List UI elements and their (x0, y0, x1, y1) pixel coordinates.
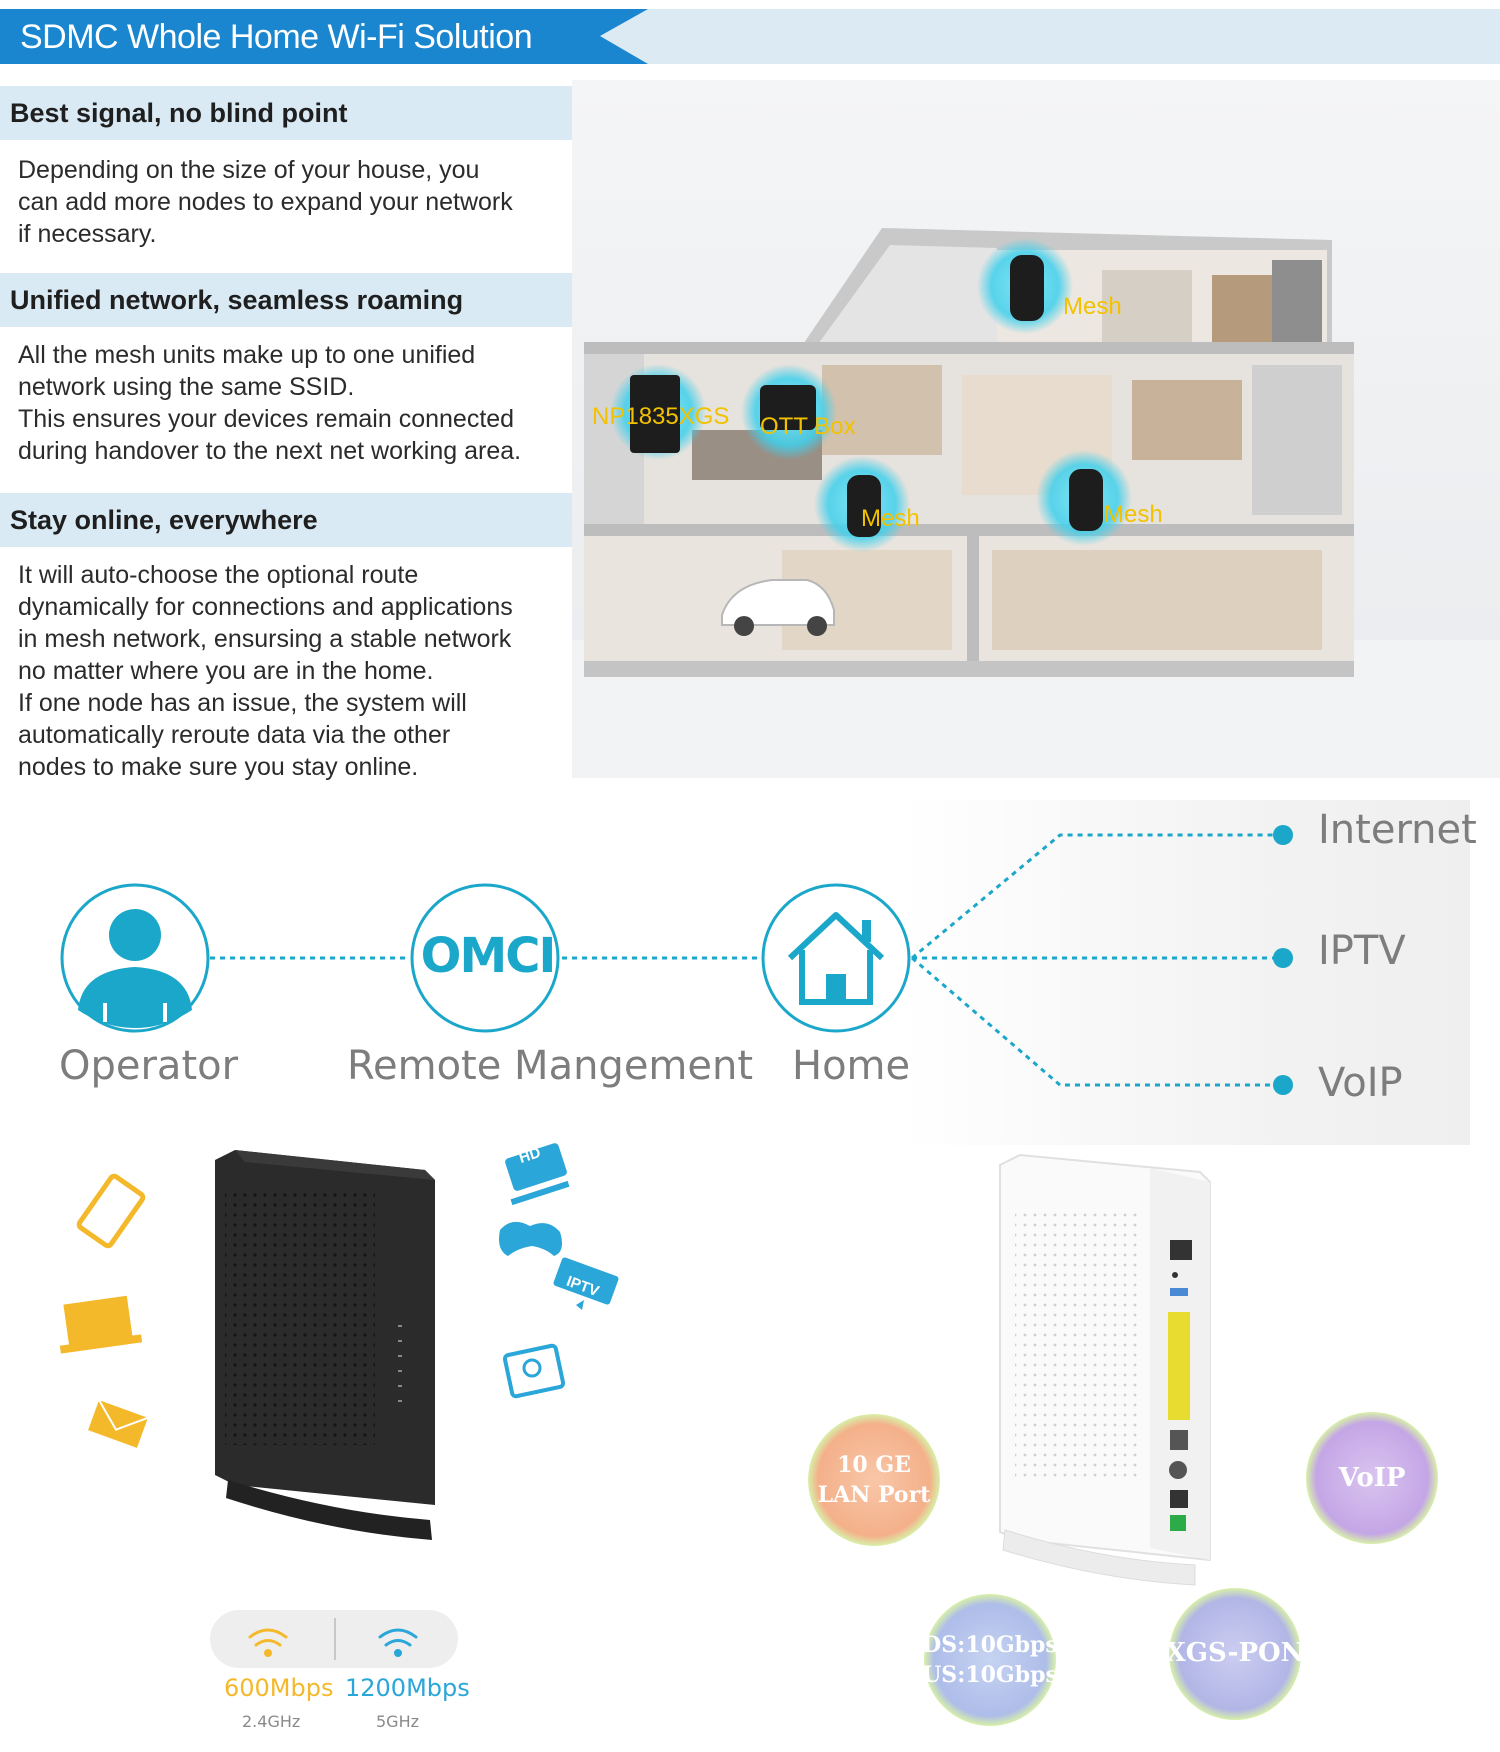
wifi-speed-panel (210, 1610, 458, 1668)
feature-line: Depending on the size of your house, you (18, 156, 480, 184)
ott-box-label: OTT Box (760, 413, 856, 440)
feature-line: can add more nodes to expand your networ… (18, 188, 513, 216)
feature-line: no matter where you are in the home. (18, 657, 434, 685)
feature-line: It will auto-choose the optional route (18, 561, 419, 589)
feature-heading-signal: Best signal, no blind point (0, 86, 572, 140)
feature-body-online: It will auto-choose the optional route d… (18, 559, 558, 783)
feature-heading-text: Unified network, seamless roaming (10, 285, 464, 315)
laptop-icon (59, 1295, 143, 1354)
wifi-24-icon (248, 1628, 288, 1657)
feature-line: All the mesh units make up to one unifie… (18, 341, 476, 369)
bubble-speed-text: DS:10Gbps US:10Gbps (922, 1630, 1058, 1690)
wifi-5-band: 5GHz (376, 1712, 420, 1731)
iptv-icon (553, 1257, 619, 1310)
operator-icon (60, 883, 210, 1033)
operator-label: Operator (59, 1043, 239, 1089)
page-title: SDMC Whole Home Wi-Fi Solution (20, 18, 533, 56)
bubble-speed-line: DS:10Gbps (922, 1632, 1058, 1658)
feature-line: if necessary. (18, 220, 157, 248)
bubble-pon-text: XGS-PON (1165, 1638, 1305, 1668)
mesh-garage-label: Mesh (861, 505, 920, 532)
service-voip: VoIP (1318, 1060, 1403, 1106)
management-flow-diagram (60, 825, 1293, 1095)
feature-line: during handover to the next net working … (18, 437, 522, 465)
wifi-5-speed: 1200Mbps (345, 1674, 470, 1702)
feature-body-roaming: All the mesh units make up to one unifie… (18, 339, 558, 467)
feature-line: automatically reroute data via the other (18, 721, 451, 749)
feature-line: This ensures your devices remain connect… (18, 405, 515, 433)
bubble-voip (1306, 1412, 1438, 1544)
internet-dot (1273, 825, 1293, 845)
wifi-5-icon (378, 1628, 418, 1657)
service-internet: Internet (1318, 807, 1477, 853)
wifi-24-speed: 600Mbps (224, 1674, 334, 1702)
bubble-voip-text: VoIP (1338, 1463, 1406, 1493)
voip-dot (1273, 1075, 1293, 1095)
touch-screen-icon (502, 1343, 566, 1399)
feature-body-signal: Depending on the size of your house, you… (18, 154, 558, 250)
feature-heading-online: Stay online, everywhere (0, 493, 572, 547)
hd-icon (505, 1143, 570, 1206)
mesh-top-label: Mesh (1063, 293, 1122, 320)
mail-icon (88, 1399, 149, 1448)
feature-heading-roaming: Unified network, seamless roaming (0, 273, 572, 327)
ont-device (999, 1153, 1211, 1586)
bubble-speed-line: US:10Gbps (922, 1662, 1058, 1688)
feature-heading-text: Stay online, everywhere (10, 505, 318, 535)
bubble-lan-line: LAN Port (817, 1482, 931, 1508)
feature-line: in mesh network, ensursing a stable netw… (18, 625, 512, 653)
feature-line: If one node has an issue, the system wil… (18, 689, 467, 717)
services-backdrop (900, 800, 1470, 1145)
gateway-label: NP1835XGS (592, 403, 730, 430)
iptv-dot (1273, 948, 1293, 968)
bubble-xgs-pon (1169, 1588, 1301, 1720)
remote-management-label: Remote Mangement (347, 1043, 754, 1089)
feature-line: network using the same SSID. (18, 373, 355, 401)
wifi-24-band: 2.4GHz (242, 1712, 301, 1731)
tablet-icon (76, 1173, 146, 1249)
service-iptv: IPTV (1318, 928, 1406, 974)
products-illustration (59, 1143, 1438, 1726)
gamepad-icon (499, 1221, 562, 1256)
bubble-lan-text: 10 GE LAN Port (808, 1450, 940, 1510)
home-label: Home (792, 1043, 911, 1089)
omci-icon-text: OMCI (420, 928, 557, 984)
home-icon (761, 883, 911, 1033)
title-banner: SDMC Whole Home Wi-Fi Solution (0, 9, 648, 64)
mesh-right-label: Mesh (1104, 501, 1163, 528)
feature-line: dynamically for connections and applicat… (18, 593, 513, 621)
feature-heading-text: Best signal, no blind point (10, 98, 348, 128)
bubble-lan (808, 1414, 940, 1546)
router-device (215, 1150, 435, 1540)
bubble-lan-line: 10 GE (837, 1452, 911, 1478)
house-illustration: Mesh NP1835XGS OTT Box Mesh Mesh (572, 80, 1500, 778)
bubble-speed (924, 1594, 1056, 1726)
feature-line: nodes to make sure you stay online. (18, 753, 419, 781)
omci-icon (410, 883, 560, 1033)
